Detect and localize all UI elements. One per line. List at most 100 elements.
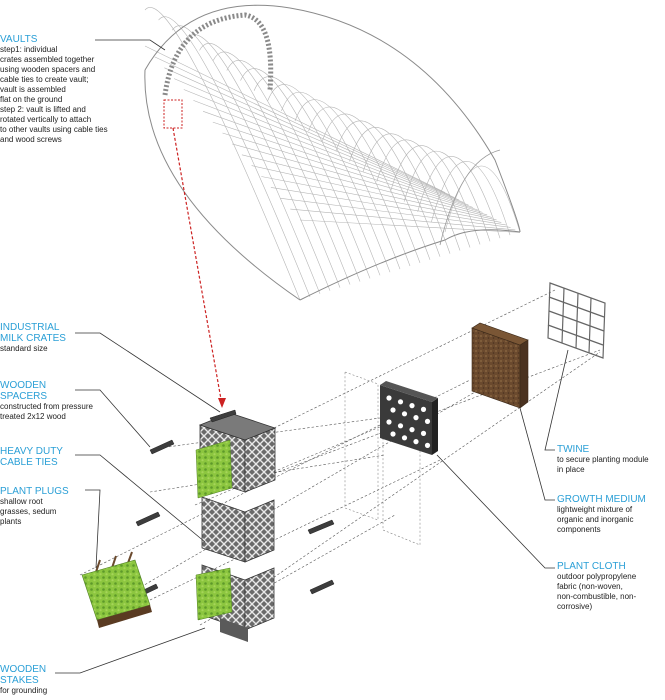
vault-row-line xyxy=(164,67,455,198)
label-growth-medium: GROWTH MEDIUM lightweight mixture of org… xyxy=(557,494,665,535)
leader-plant-plugs xyxy=(85,489,101,569)
vault-inner-arch xyxy=(439,149,501,246)
label-plant-plugs-desc: shallow root grasses, sedum plants xyxy=(0,497,57,526)
label-plant-plugs-title: PLANT PLUGS xyxy=(0,486,69,497)
cloth-hole xyxy=(386,395,392,401)
cloth-hole xyxy=(390,407,396,413)
vault-row-line xyxy=(270,187,506,226)
vault-arch-line xyxy=(199,43,341,288)
cloth-hole xyxy=(413,439,419,445)
vault-arch-line xyxy=(172,25,321,294)
label-plant-cloth: PLANT CLOTH outdoor polypropylene fabric… xyxy=(557,561,665,612)
leader-spacers xyxy=(75,389,151,448)
label-plant-cloth-desc: outdoor polypropylene fabric (non-woven,… xyxy=(557,572,637,611)
vault-outline-back xyxy=(144,69,521,301)
label-vaults: VAULTS step1: individual crates assemble… xyxy=(0,34,160,145)
cloth-hole xyxy=(409,403,415,409)
leader-cloth xyxy=(436,454,555,569)
label-plant-plugs: PLANT PLUGS shallow root grasses, sedum … xyxy=(0,486,120,527)
vault-arch-line xyxy=(322,113,431,260)
leader-milk-crates xyxy=(75,332,221,413)
vault-row-line xyxy=(280,198,511,228)
vault-arch-line xyxy=(240,68,371,279)
label-spacers-title: WOODEN SPACERS xyxy=(0,380,48,402)
vault-arch-line xyxy=(212,51,351,285)
label-growth-medium-title: GROWTH MEDIUM xyxy=(557,494,646,505)
vault-row-line xyxy=(222,132,483,213)
vault-arch-line xyxy=(226,60,361,282)
label-spacers-desc: constructed from pressure treated 2x12 w… xyxy=(0,402,93,421)
vault-highlighted-arch xyxy=(162,12,274,96)
vault-row-line xyxy=(261,176,502,223)
cloth-hole xyxy=(397,423,404,429)
leader-twine xyxy=(544,349,569,451)
label-milk-crates-title: INDUSTRIAL MILK CRATES xyxy=(0,322,66,344)
vault-arch-line xyxy=(158,16,311,298)
vault-arch-line xyxy=(431,161,511,236)
cloth-hole xyxy=(424,418,431,424)
cloth-hole xyxy=(420,430,427,436)
label-twine-desc: to secure planting module in place xyxy=(557,455,649,474)
vault-to-crate-arrowhead xyxy=(218,398,226,408)
vault-arch-line xyxy=(185,34,331,291)
label-vaults-title: VAULTS xyxy=(0,34,38,45)
label-milk-crates-desc: standard size xyxy=(0,344,48,353)
vault-to-crate-pointer xyxy=(172,127,223,406)
cloth-hole xyxy=(424,442,431,448)
leader-stakes xyxy=(55,627,206,674)
label-stakes-desc: for grounding xyxy=(0,686,48,695)
vault-arch-line xyxy=(281,91,401,270)
cloth-hole xyxy=(409,427,415,433)
leader-growth xyxy=(519,407,555,501)
vault-row-line xyxy=(290,208,516,231)
vault-highlighted-crate-column xyxy=(163,99,183,129)
cloth-hole xyxy=(401,435,408,441)
vault-row-line xyxy=(154,56,450,196)
vault-row-line xyxy=(183,89,464,203)
vault-arch-line xyxy=(349,127,451,254)
vault-row-line xyxy=(212,121,478,211)
vault-row-line xyxy=(193,100,469,206)
vault-arch-line xyxy=(335,120,441,257)
leader-cable-ties xyxy=(75,454,206,543)
ghost-planes xyxy=(344,371,421,546)
label-growth-medium-desc: lightweight mixture of organic and inorg… xyxy=(557,505,634,534)
cloth-hole xyxy=(413,415,419,421)
cloth-hole xyxy=(420,406,427,412)
label-spacers: WOODEN SPACERS constructed from pressure… xyxy=(0,380,130,422)
plant-cloth-panel xyxy=(380,381,438,455)
vault-row-line xyxy=(202,111,474,208)
vault-arch-line xyxy=(417,156,501,239)
leader-vaults xyxy=(95,39,166,51)
vault-arch-line xyxy=(308,106,421,264)
vault-arch-line xyxy=(403,151,491,242)
label-cable-ties-title: HEAVY DUTY CABLE TIES xyxy=(0,446,63,468)
cloth-hole xyxy=(390,431,396,437)
label-cable-ties: HEAVY DUTY CABLE TIES xyxy=(0,446,120,468)
vault-row-line xyxy=(144,45,446,193)
milk-crate-stack xyxy=(195,412,277,642)
label-vaults-desc: step1: individual crates assembled toget… xyxy=(0,45,108,144)
vault-wireframe xyxy=(144,4,521,301)
cloth-hole xyxy=(386,419,392,425)
vault-outline-front xyxy=(144,4,521,233)
label-plant-cloth-title: PLANT CLOTH xyxy=(557,561,626,572)
leader-lines xyxy=(55,39,569,674)
label-twine-title: TWINE xyxy=(557,444,590,455)
vault-arch-line xyxy=(253,76,381,276)
vault-arch-line xyxy=(267,84,391,273)
vault-row-line xyxy=(251,165,497,221)
vault-arch-line xyxy=(144,7,301,301)
plant-plug-tray xyxy=(81,551,152,628)
vault-arch-line xyxy=(362,133,461,251)
twine-grid xyxy=(547,282,606,359)
cloth-hole xyxy=(397,399,404,405)
label-stakes-title: WOODEN STAKES xyxy=(0,664,47,686)
vault-row-line xyxy=(173,78,460,201)
label-twine: TWINE to secure planting module in place xyxy=(557,444,665,475)
vault-row-line xyxy=(241,154,492,218)
cloth-hole xyxy=(401,411,408,417)
growth-medium-block xyxy=(471,322,529,409)
vault-arch-line xyxy=(294,99,411,267)
